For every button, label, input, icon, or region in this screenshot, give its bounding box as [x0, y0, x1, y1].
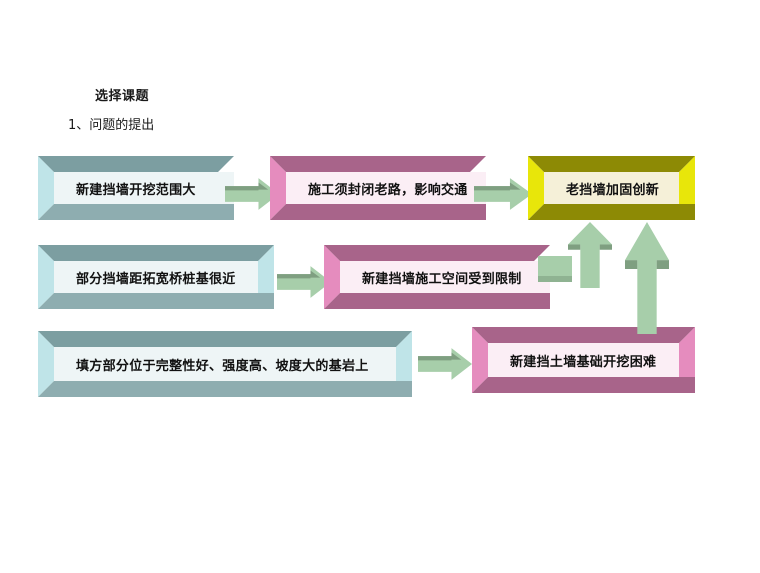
node-label: 新建挡土墙基础开挖困难 [510, 354, 657, 370]
node-bevel-top [324, 245, 550, 261]
arrow-shade [474, 182, 521, 191]
page-title: 选择课题 [95, 89, 150, 104]
arrow-shade [418, 352, 462, 361]
arrow-body [418, 348, 472, 380]
arrow-shade [568, 244, 581, 250]
arrow-body [277, 266, 331, 298]
node-bevel-bottom [528, 204, 695, 220]
arrow-body [625, 222, 669, 334]
node-bevel-bottom [38, 293, 274, 309]
arrow-shade-right [656, 260, 669, 270]
node-bevel-left [270, 156, 286, 220]
node-bevel-top [38, 156, 234, 172]
arrow-n2-to-n3-icon [474, 176, 532, 212]
node-face: 填方部分位于完整性好、强度高、坡度大的基岩上 [54, 347, 396, 381]
node-face: 施工须封闭老路，影响交通 [286, 172, 486, 204]
node-bevel-bottom [472, 377, 695, 393]
node-label: 老挡墙加固创新 [566, 182, 660, 198]
node-bevel-left [38, 331, 54, 397]
flowchart-node-n5[interactable]: 新建挡墙施工空间受到限制 [324, 245, 550, 309]
arrow-body [474, 178, 532, 210]
node-face: 新建挡墙施工空间受到限制 [340, 261, 550, 293]
node-bevel-bottom [270, 204, 486, 220]
node-bevel-top [528, 156, 695, 172]
node-bevel-top [38, 245, 274, 261]
node-bevel-bottom [38, 204, 234, 220]
node-bevel-left [472, 327, 488, 393]
node-face: 老挡墙加固创新 [544, 172, 679, 204]
arrow-n7-to-n3-icon [625, 222, 669, 334]
flowchart-node-n3[interactable]: 老挡墙加固创新 [528, 156, 695, 220]
arrow-n5-to-n3-icon [568, 222, 612, 288]
flowchart-node-n4[interactable]: 部分挡墙距拓宽桥桩基很近 [38, 245, 274, 309]
node-bevel-left [324, 245, 340, 309]
arrow-shade [277, 270, 321, 279]
node-bevel-right [396, 331, 412, 397]
flowchart-node-n6[interactable]: 填方部分位于完整性好、强度高、坡度大的基岩上 [38, 331, 412, 397]
node-bevel-left [528, 156, 544, 220]
node-bevel-top [38, 331, 412, 347]
node-face: 新建挡墙开挖范围大 [54, 172, 234, 204]
arrow-shade-right [599, 244, 612, 250]
flowchart-node-n1[interactable]: 新建挡墙开挖范围大 [38, 156, 234, 220]
node-bevel-bottom [324, 293, 550, 309]
node-label: 部分挡墙距拓宽桥桩基很近 [76, 271, 236, 287]
arrow-body [568, 222, 612, 288]
arrow-shade [625, 260, 638, 270]
flowchart-node-n2[interactable]: 施工须封闭老路，影响交通 [270, 156, 486, 220]
node-label: 新建挡墙施工空间受到限制 [362, 271, 522, 287]
arrow-shade [225, 182, 269, 191]
arrow-n6-to-n7-icon [418, 346, 472, 382]
node-label: 填方部分位于完整性好、强度高、坡度大的基岩上 [76, 358, 369, 374]
node-label: 新建挡墙开挖范围大 [76, 182, 196, 198]
node-bevel-right [679, 327, 695, 393]
node-label: 施工须封闭老路，影响交通 [308, 182, 468, 198]
section-subtitle: 1、问题的提出 [68, 118, 155, 133]
node-bevel-left [38, 245, 54, 309]
node-bevel-top [270, 156, 486, 172]
arrow-n5-to-n3-elbow-icon [538, 222, 600, 288]
node-bevel-bottom [38, 381, 412, 397]
node-face: 新建挡土墙基础开挖困难 [488, 343, 679, 377]
node-face: 部分挡墙距拓宽桥桩基很近 [54, 261, 258, 293]
arrow-n4-to-n5-icon [277, 264, 331, 300]
elbow-stub-shade [538, 276, 572, 282]
flowchart-node-n7[interactable]: 新建挡土墙基础开挖困难 [472, 327, 695, 393]
node-bevel-left [38, 156, 54, 220]
